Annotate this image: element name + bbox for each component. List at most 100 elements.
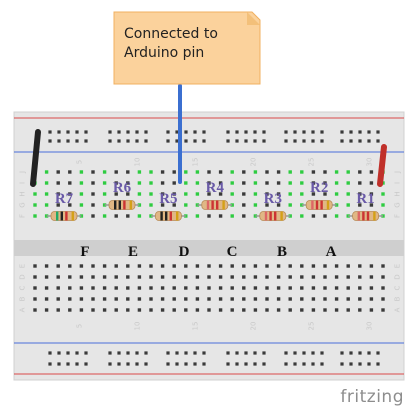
row-letter: I [19,182,27,184]
resistor-band [118,200,121,210]
breadboard-hole [91,308,95,312]
breadboard-hole [79,308,84,312]
breadboard-hole [230,264,234,268]
breadboard-hole [195,308,200,312]
breadboard-hole [334,192,339,196]
breadboard-hole [323,308,327,312]
breadboard-hole [207,308,211,312]
breadboard-hole [346,203,350,207]
rail-hole [175,130,179,134]
rail-hole [57,130,61,134]
rail-hole [48,362,52,366]
rail-hole [320,130,324,134]
rail-hole [302,130,306,134]
breadboard-hole [102,264,107,268]
breadboard-hole [358,192,362,196]
breadboard-hole [160,181,165,185]
breadboard-hole [300,192,304,196]
row-letter: A [394,307,402,312]
breadboard-hole [102,181,107,185]
breadboard-hole [102,308,107,312]
breadboard-hole [323,214,327,218]
breadboard-hole [91,286,95,290]
breadboard-hole [149,203,153,207]
breadboard-hole [114,308,118,312]
node-label-e: E [128,244,138,260]
breadboard-hole [79,275,84,279]
breadboard-hole [253,203,258,207]
breadboard-hole [102,297,107,301]
resistor-band [366,211,370,221]
rail-hole [235,139,239,143]
breadboard-hole [79,192,84,196]
rail-hole [117,139,121,143]
rail-hole [135,139,139,143]
breadboard-hole [172,308,176,312]
breadboard-hole [33,297,37,301]
breadboard-hole [56,181,60,185]
node-labels: F E D C B A [80,244,336,260]
breadboard-hole [346,308,350,312]
breadboard-hole [323,264,327,268]
breadboard-hole [33,192,37,196]
callout-line-2: Arduino pin [124,45,204,61]
rail-hole [349,130,353,134]
breadboard-hole [323,181,327,185]
breadboard-hole [149,192,153,196]
rail-hole [367,130,371,134]
column-number: 5 [75,324,83,328]
breadboard-hole [288,286,292,290]
breadboard-hole [311,264,316,268]
rail-hole [75,130,79,134]
breadboard-hole [68,297,72,301]
breadboard-hole [56,203,60,207]
breadboard-hole [288,170,292,174]
row-letter: A [19,307,27,312]
breadboard-hole [311,308,316,312]
breadboard-hole [288,203,292,207]
breadboard-hole [195,192,200,196]
rail-hole [84,362,88,366]
row-letter: C [394,285,402,290]
breadboard-hole [369,181,374,185]
breadboard-hole [346,286,350,290]
breadboard-hole [114,297,118,301]
breadboard-hole [334,286,339,290]
breadboard-hole [253,297,258,301]
row-letter: H [19,191,27,196]
breadboard-hole [56,264,60,268]
rail-hole [349,362,353,366]
rail-hole [184,130,188,134]
breadboard-hole [91,297,95,301]
rail-hole [166,362,170,366]
breadboard-hole [253,286,258,290]
column-number: 10 [133,158,141,167]
breadboard-hole [68,181,72,185]
resistor-r7: R7 [46,191,82,221]
breadboard-hole [346,297,350,301]
breadboard-hole [218,275,223,279]
breadboard-hole [242,170,246,174]
breadboard-hole [300,170,304,174]
breadboard-hole [276,308,281,312]
breadboard-hole [369,192,374,196]
resistor-r6: R6 [104,180,140,210]
breadboard-hole [33,275,37,279]
breadboard-hole [44,308,49,312]
breadboard-hole [265,192,269,196]
breadboard-hole [33,203,37,207]
rail-hole [57,139,61,143]
breadboard-hole [184,181,188,185]
breadboard-hole [114,170,118,174]
resistor-band [206,200,210,210]
rail-hole [340,139,344,143]
rail-hole [135,351,139,355]
breadboard-hole [276,286,281,290]
breadboard-hole [68,308,72,312]
breadboard-hole [44,264,49,268]
rail-hole [293,139,297,143]
resistor-label: R1 [356,191,374,207]
breadboard-hole [195,181,200,185]
breadboard-hole [288,181,292,185]
